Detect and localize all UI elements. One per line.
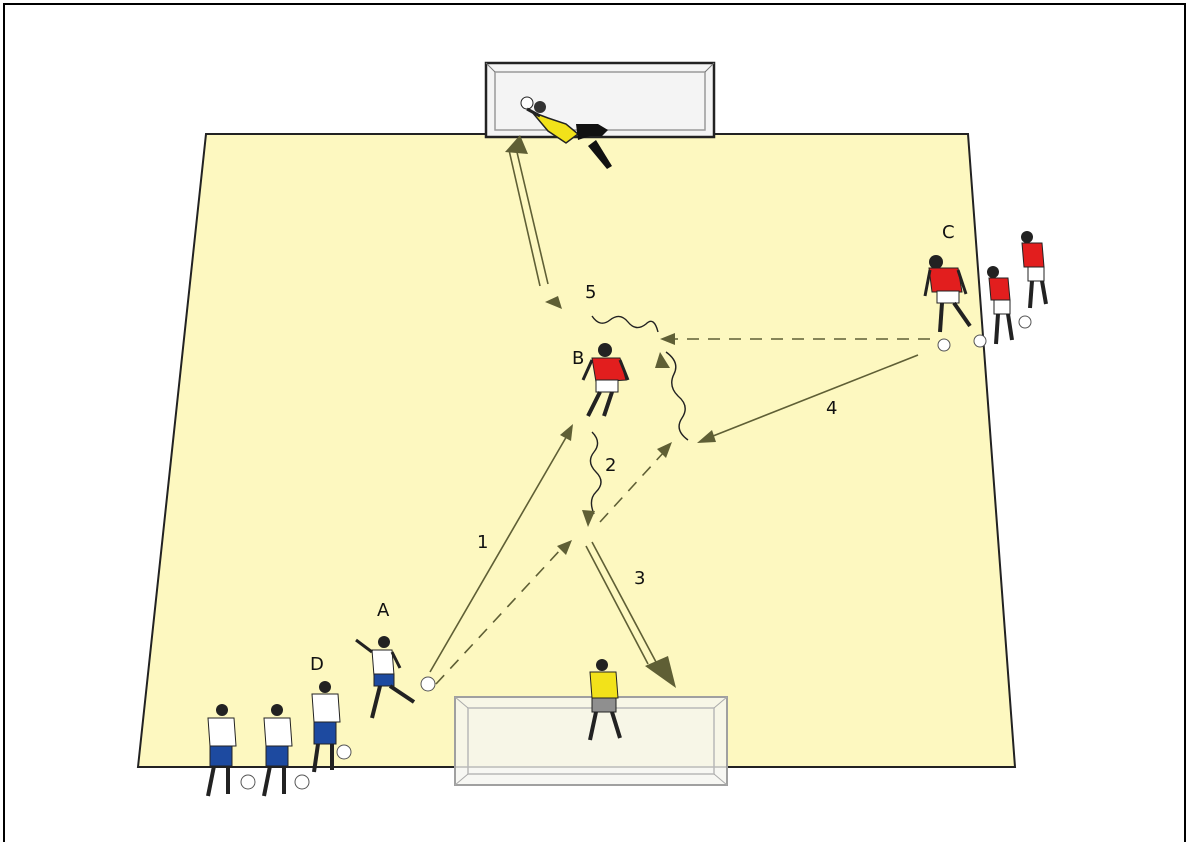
step-4-label: 4 bbox=[826, 398, 837, 419]
step-1-label: 1 bbox=[477, 532, 488, 553]
ball bbox=[241, 775, 255, 789]
ball bbox=[1019, 316, 1031, 328]
player-d-label: D bbox=[310, 654, 324, 675]
step-2-label: 2 bbox=[605, 455, 616, 476]
step-5-label: 5 bbox=[585, 282, 596, 303]
bottom-goal bbox=[455, 697, 727, 785]
ball bbox=[421, 677, 435, 691]
red-queue bbox=[974, 231, 1046, 347]
queue-player-white bbox=[208, 704, 236, 796]
queue-player-red bbox=[1021, 231, 1046, 308]
queue-player-white bbox=[264, 704, 292, 796]
ball bbox=[295, 775, 309, 789]
player-b-label: B bbox=[572, 348, 584, 369]
pitch bbox=[138, 134, 1015, 767]
player-c-label: C bbox=[942, 222, 955, 243]
ball bbox=[974, 335, 986, 347]
step-3-label: 3 bbox=[634, 568, 645, 589]
ball bbox=[938, 339, 950, 351]
queue-player-red bbox=[987, 266, 1012, 344]
ball bbox=[337, 745, 351, 759]
player-a-label: A bbox=[377, 600, 390, 621]
